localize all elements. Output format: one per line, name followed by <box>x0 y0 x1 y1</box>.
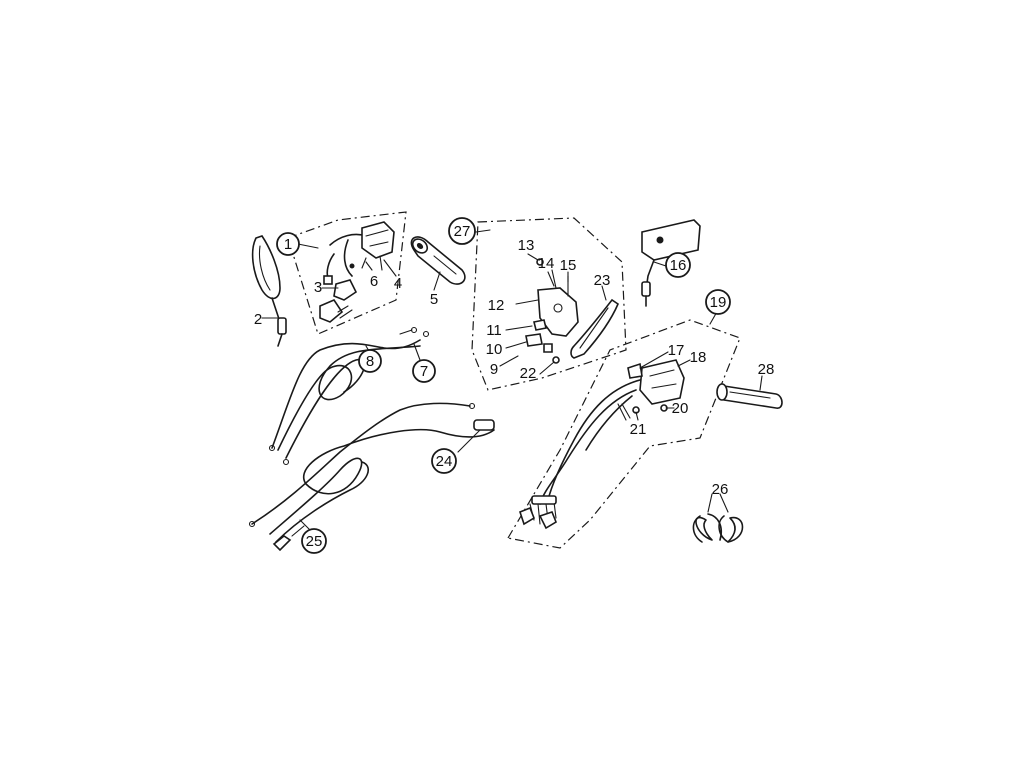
callout-9-text: 9 <box>490 361 498 378</box>
right-grip <box>716 383 783 409</box>
callout-27-text: 27 <box>454 223 471 240</box>
callout-27: 27 <box>448 217 476 245</box>
callout-13-text: 13 <box>518 237 535 254</box>
callout-1: 1 <box>276 232 300 256</box>
throttle-cables <box>268 326 430 466</box>
callout-24-text: 24 <box>436 453 453 470</box>
left-mirror <box>251 235 287 347</box>
callout-20-text: 20 <box>672 400 689 417</box>
callout-10-text: 10 <box>486 341 503 358</box>
callout-11-text: 11 <box>486 322 502 339</box>
callout-28-text: 28 <box>758 361 775 378</box>
callout-18-text: 18 <box>690 349 707 366</box>
callout-4-text: 4 <box>394 275 402 292</box>
callout-25-text: 25 <box>306 533 323 550</box>
callout-7-text: 7 <box>420 363 428 380</box>
callout-16: 16 <box>665 252 691 278</box>
callout-2-text: 2 <box>254 311 262 328</box>
callout-1-text: 1 <box>284 236 292 253</box>
brake-shoes <box>692 493 744 543</box>
right-mirror <box>641 219 701 307</box>
callout-26-text: 26 <box>712 481 729 498</box>
callout-25: 25 <box>301 528 327 554</box>
callout-19: 19 <box>705 289 731 315</box>
callout-14-text: 14 <box>538 255 555 272</box>
callout-5-text: 5 <box>430 291 438 308</box>
callout-24: 24 <box>431 448 457 474</box>
brake-cables <box>248 402 495 552</box>
callout-8: 8 <box>358 349 382 373</box>
callout-7: 7 <box>412 359 436 383</box>
callout-17-text: 17 <box>668 342 685 359</box>
left-grip <box>410 236 466 285</box>
callout-3-text: 3 <box>314 279 322 296</box>
left-switch-assembly <box>287 211 407 335</box>
callout-19-text: 19 <box>710 294 727 311</box>
callout-12-text: 12 <box>488 297 505 314</box>
callout-6-text: 6 <box>370 273 378 290</box>
callout-8-text: 8 <box>366 353 374 370</box>
callout-16-text: 16 <box>670 257 687 274</box>
callout-22-text: 22 <box>520 365 537 382</box>
callout-15-text: 15 <box>560 257 577 274</box>
callout-21-text: 21 <box>630 421 647 438</box>
callout-labels: 1 2 3 4 5 6 7 8 9 10 11 12 13 14 15 16 1… <box>254 217 775 554</box>
callout-23-text: 23 <box>594 272 611 289</box>
leader-lines <box>261 229 763 533</box>
